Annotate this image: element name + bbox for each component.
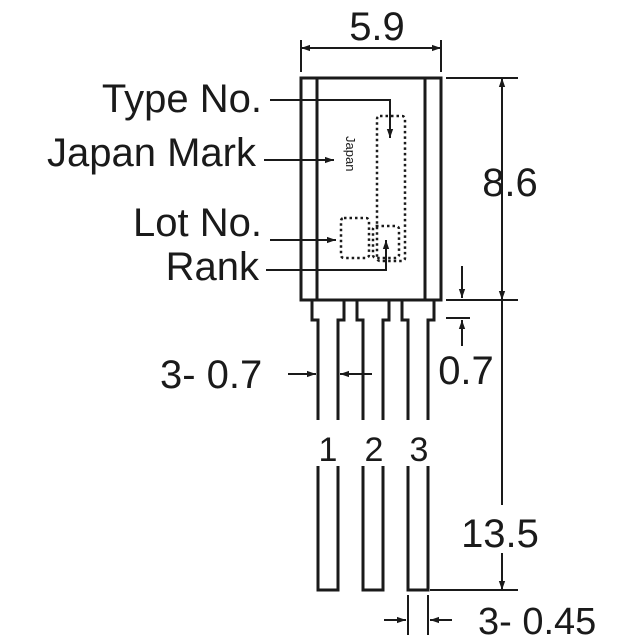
- dim-body-width-label: 5.9: [349, 5, 405, 49]
- leader-rank: [266, 240, 390, 271]
- lead-label-gap: [310, 420, 440, 466]
- callout-japan-mark: Japan Mark: [47, 131, 257, 175]
- dim-lead-width-label: 3- 0.7: [160, 353, 262, 397]
- package-body: [299, 76, 443, 302]
- dim-body-height: [446, 77, 518, 301]
- pin-2-label: 2: [365, 431, 384, 469]
- leads: [310, 300, 436, 592]
- dim-lead-thickness-label: 3- 0.45: [478, 601, 596, 640]
- dim-body-height-label: 8.6: [482, 161, 538, 205]
- lot-no-area: [339, 216, 371, 260]
- japan-mark-text: Japan: [343, 136, 358, 171]
- pin-1-label: 1: [319, 431, 338, 469]
- dim-lead-length-label: 13.5: [461, 512, 539, 556]
- dim-body-width: [300, 40, 442, 72]
- callout-type-no: Type No.: [102, 77, 262, 121]
- lead-2: [355, 300, 391, 592]
- dim-body-to-lead-label: 0.7: [438, 349, 494, 393]
- lead-1: [310, 300, 346, 592]
- callout-leaders: [264, 99, 394, 271]
- lead-length-label-bg: [452, 505, 552, 553]
- lead-3: [400, 300, 436, 592]
- callout-rank: Rank: [166, 245, 260, 289]
- callout-lot-no: Lot No.: [133, 201, 262, 245]
- leader-type-no: [270, 99, 394, 138]
- dim-lead-thickness: [384, 595, 452, 635]
- dim-body-to-lead: [446, 266, 470, 346]
- pin-3-label: 3: [410, 431, 429, 469]
